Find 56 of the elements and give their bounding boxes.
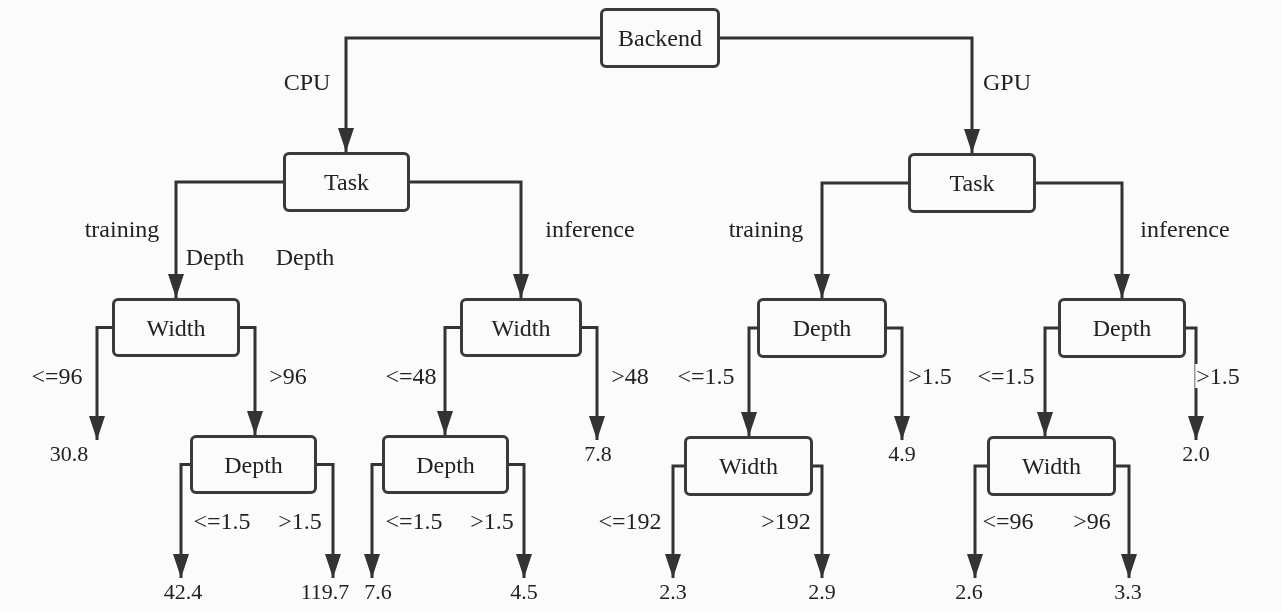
- arrow: [240, 326, 263, 435]
- arrow: [89, 326, 112, 440]
- node-label: Width: [491, 315, 551, 340]
- node-label: Depth: [1092, 316, 1152, 340]
- leaf-value: 2.0: [1176, 440, 1216, 468]
- decision-box: [382, 435, 509, 494]
- node-label: Width: [719, 454, 778, 478]
- arrow: [720, 36, 980, 153]
- decision-box: [600, 8, 720, 68]
- arrow: [1036, 181, 1130, 298]
- arrow: [317, 463, 341, 578]
- decision-box: [987, 436, 1116, 496]
- arrow: [814, 181, 908, 298]
- node-label: Task: [324, 170, 369, 194]
- node-label: Width: [1022, 454, 1081, 478]
- decision-box: [908, 153, 1036, 213]
- arrow: [168, 180, 283, 298]
- arrow: [887, 326, 910, 440]
- decision-box: [460, 298, 582, 357]
- node-label: Backend: [618, 26, 702, 50]
- node-label: Depth: [416, 452, 475, 477]
- arrow: [437, 326, 460, 435]
- arrow: [741, 326, 757, 436]
- node-label: Depth: [224, 452, 283, 477]
- leaf-value: 4.5: [506, 578, 542, 606]
- leaf-value: 2.6: [948, 578, 990, 606]
- arrow: [173, 463, 190, 578]
- node-label: Depth: [792, 316, 852, 340]
- leaf-value: 3.3: [1106, 578, 1150, 606]
- leaf-value: 2.9: [800, 578, 844, 606]
- leaf-value: 119.7: [294, 578, 356, 606]
- leaf-value: 4.9: [882, 440, 922, 468]
- arrow: [582, 326, 605, 440]
- decision-box: [283, 152, 410, 212]
- leaf-value: 7.8: [578, 440, 618, 468]
- decision-box: [190, 435, 317, 494]
- decision-box: [757, 298, 887, 358]
- arrow: [813, 464, 830, 578]
- arrow: [1116, 464, 1137, 578]
- leaf-value: 30.8: [36, 440, 102, 468]
- arrow: [1037, 326, 1058, 436]
- arrow: [665, 464, 684, 578]
- decision-box: [1058, 298, 1186, 358]
- decision-box: [684, 436, 813, 496]
- arrow: [509, 463, 532, 578]
- arrow: [364, 463, 382, 578]
- arrow: [410, 180, 529, 298]
- node-label: Task: [949, 171, 995, 195]
- edge-label: >1.5: [1195, 364, 1241, 388]
- leaf-value: 2.3: [652, 578, 694, 606]
- node-label: Width: [146, 315, 206, 340]
- leaf-value: 7.6: [362, 578, 394, 606]
- arrow: [967, 464, 987, 578]
- arrow: [338, 36, 600, 152]
- decision-box: [112, 298, 240, 357]
- leaf-value: 42.4: [160, 578, 206, 606]
